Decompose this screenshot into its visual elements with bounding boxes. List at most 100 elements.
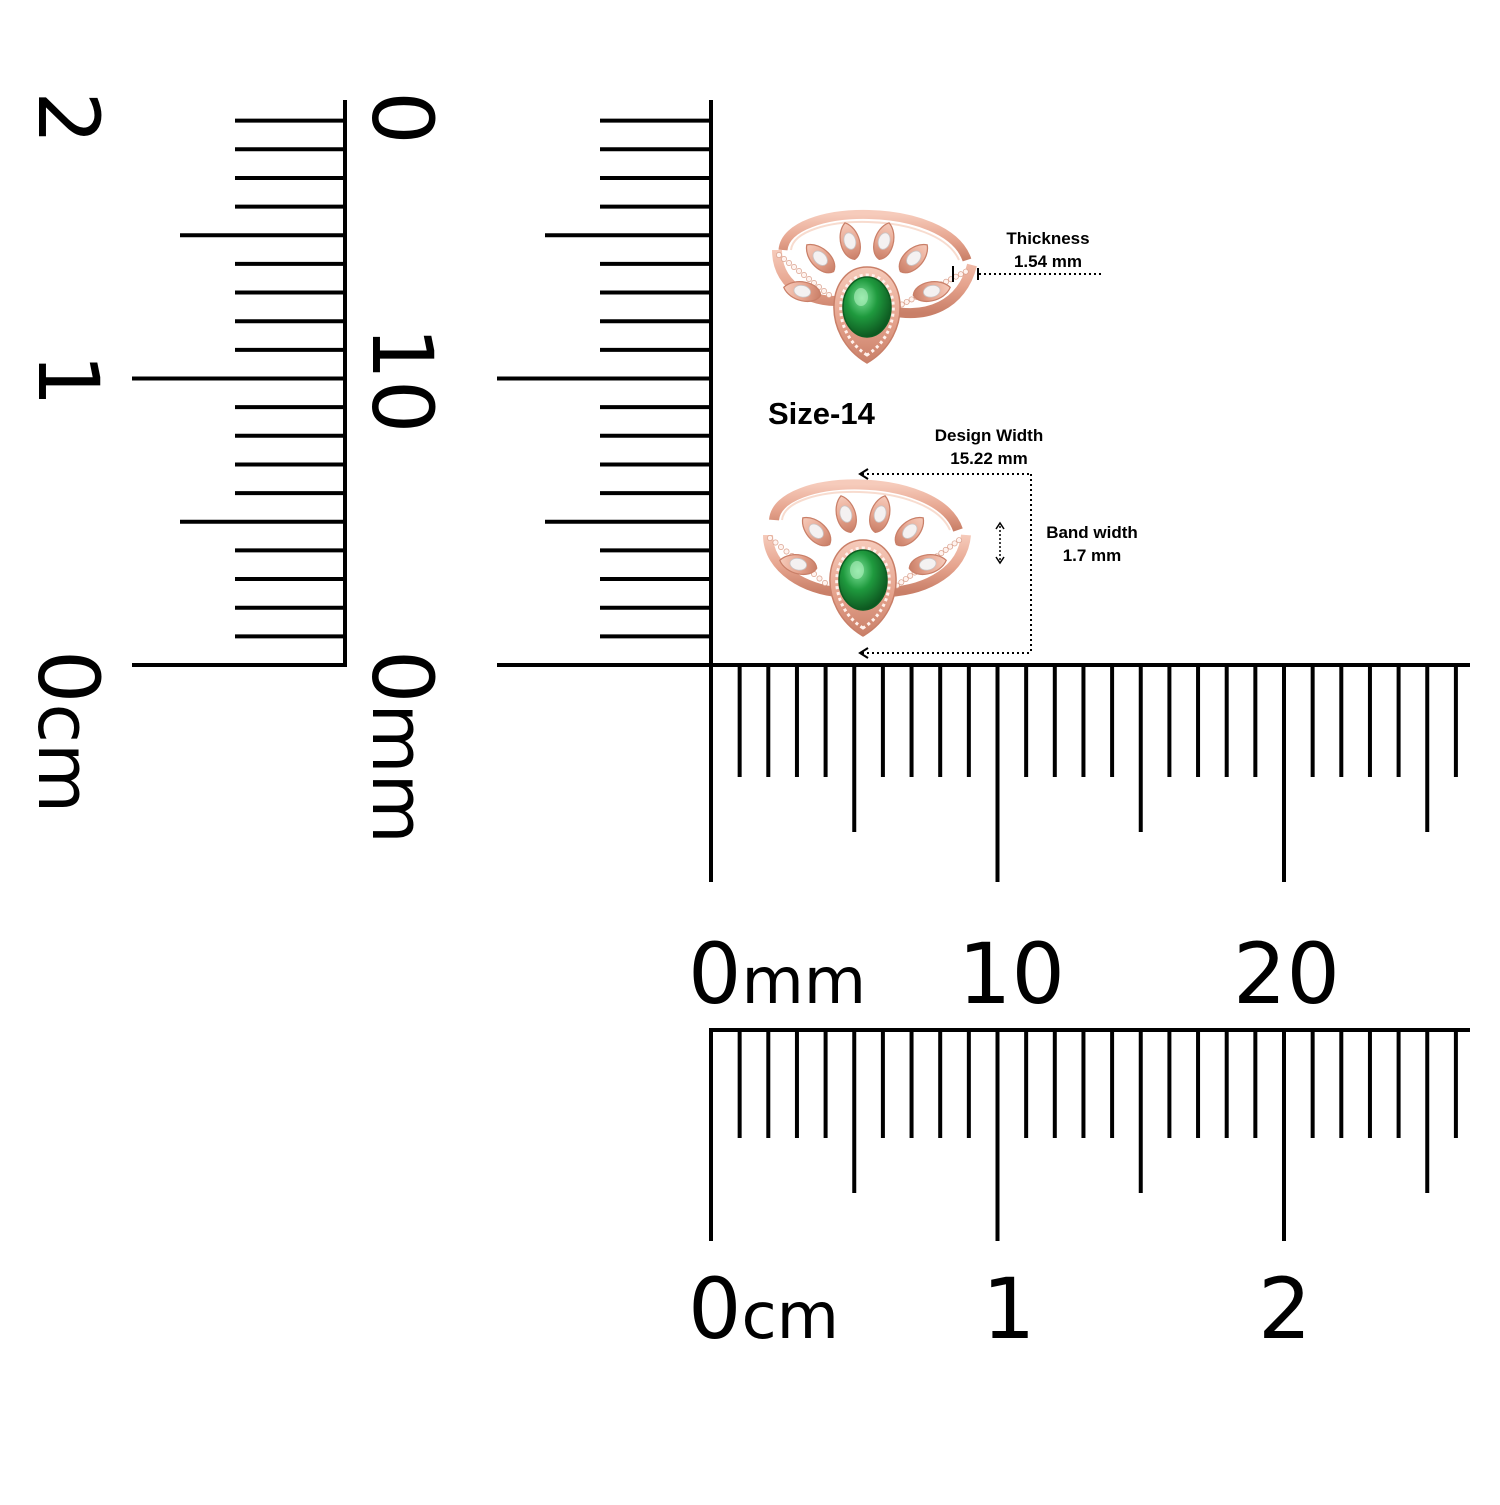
ring-bottom-band-highlight (781, 491, 951, 531)
ring-bottom-petal-0-stone (789, 557, 807, 571)
ring-top-pave-dot (806, 276, 812, 282)
ring-top-band-highlight (790, 221, 960, 261)
left-cm-label-2: 2 (19, 91, 117, 145)
left-cm-label-0: 0cm (18, 650, 118, 813)
ring-top-petal-2 (839, 222, 861, 260)
cm-zero: 0 (688, 1260, 742, 1358)
ring-bottom-pave-dot (902, 576, 909, 582)
ring-bottom-petals (779, 495, 947, 576)
ring-bottom-petal-3-stone (873, 505, 887, 523)
ring-bottom-pave-dot (778, 544, 784, 550)
ring-top-pave-dot (821, 288, 827, 294)
left-cm-unit: cm (22, 703, 106, 814)
ring-bottom-emerald (838, 549, 888, 611)
ring-bottom-pave-dot (767, 535, 773, 541)
left-mm-label-0: 0mm (352, 650, 452, 844)
size-label: Size-14 (768, 396, 875, 431)
ring-top-petal-3 (873, 222, 895, 260)
ring-bottom-pave-dot (907, 572, 914, 579)
ring-top-petal-4 (898, 244, 928, 274)
ring-top-pave-dot (826, 292, 832, 298)
left-cm-zero: 0 (19, 650, 117, 704)
ring-top-emerald-glint (854, 288, 868, 306)
band-width-arrow-top (995, 521, 1005, 530)
ring-top-petal-3-stone (877, 232, 891, 250)
design-width-value: 15.22 mm (950, 449, 1028, 468)
band-width-value: 1.7 mm (1062, 546, 1122, 565)
ring-top (772, 209, 977, 364)
ring-top-pave-dot (776, 252, 782, 258)
ring-top-petal-1-stone (812, 250, 828, 266)
cm-label-2: 2 (1258, 1260, 1312, 1358)
ring-top-petal-5-stone (923, 284, 941, 298)
ring-top-petal-0-stone (793, 284, 811, 298)
ring-bottom-pave-dot (816, 575, 823, 582)
ring-top-pave-dot (903, 298, 910, 305)
ring-bottom-pave-dot (938, 550, 945, 557)
ring-bottom-pave-dot (956, 537, 962, 544)
ring-bottom-pave-dot (951, 540, 958, 547)
thickness-title: Thickness (1006, 229, 1090, 248)
mm-label-0: 0mm (688, 925, 866, 1023)
ring-top-pave-dot (801, 272, 807, 278)
mm-label-10: 10 (958, 925, 1065, 1023)
ring-bottom-halo-pave (835, 546, 891, 630)
design-width-arrow-bottom (858, 647, 869, 659)
mm-unit: mm (741, 945, 867, 1019)
ring-bottom-petal-4 (894, 517, 924, 547)
ring-bottom-pave-dot (783, 548, 790, 555)
ring-bottom-petal-5 (908, 554, 947, 576)
ring-top-petal-4-stone (906, 250, 922, 266)
ring-bottom (763, 479, 971, 637)
ring-top-pave-dot (796, 268, 802, 274)
ring-bottom-petal-1-stone (808, 523, 824, 539)
ring-bottom-petal-5-stone (919, 557, 937, 571)
ring-top-band-back (778, 209, 972, 262)
ring-bottom-petal-3 (869, 495, 891, 533)
ring-bottom-pave-dot (898, 579, 905, 586)
ring-top-pave-dot (957, 271, 964, 278)
cm-label-1: 1 (982, 1260, 1036, 1358)
ring-top-pave-dot (908, 296, 915, 303)
ring-top-pave-dot (786, 260, 792, 266)
left-mm-unit: mm (356, 703, 440, 844)
ring-bottom-pave-dot (942, 546, 949, 553)
ring-top-pave-dot (952, 273, 959, 280)
ring-top-petals (783, 222, 951, 303)
left-mm-label-10: 10 (353, 326, 451, 434)
ring-top-petal-0 (783, 281, 822, 303)
ring-top-pave-dot (791, 264, 797, 270)
left-cm-label-1: 1 (19, 353, 117, 407)
ring-bottom-petal-2-stone (839, 505, 853, 523)
left-mm-zero: 0 (353, 650, 451, 704)
ring-bottom-pave-dot (772, 539, 779, 546)
thickness-value: 1.54 mm (1013, 252, 1083, 271)
ring-bottom-petal-1 (802, 517, 832, 547)
ring-top-petal-5 (912, 281, 951, 303)
ring-top-petal-1 (806, 244, 836, 274)
band-width-arrow-bottom (995, 556, 1005, 565)
dimension-markers (858, 266, 1102, 659)
ring-bottom-petal-4-stone (902, 523, 918, 539)
ring-bottom-petal-0 (779, 554, 818, 576)
ring-top-petal-2-stone (843, 232, 857, 250)
ring-bottom-band-front (763, 534, 971, 597)
ring-top-pave-dot (962, 268, 969, 275)
ring-bottom-emerald-glint (850, 561, 864, 579)
mm-zero: 0 (688, 925, 742, 1023)
rulers (132, 100, 1470, 1241)
ring-bottom-pave-dot (947, 543, 954, 550)
cm-label-0: 0cm (688, 1260, 839, 1358)
band-width-title: Band width (1046, 523, 1138, 542)
ring-bottom-pave-dot (822, 580, 828, 586)
ring-images (763, 209, 977, 637)
ring-top-pave-dot (781, 256, 787, 262)
design-width-arrow-top (858, 468, 869, 480)
ring-bottom-band-back (769, 479, 963, 533)
ring-bottom-petal-2 (835, 495, 857, 533)
mm-label-20: 20 (1233, 925, 1340, 1023)
ring-top-emerald (842, 276, 892, 338)
ring-top-halo-pave (839, 273, 895, 357)
